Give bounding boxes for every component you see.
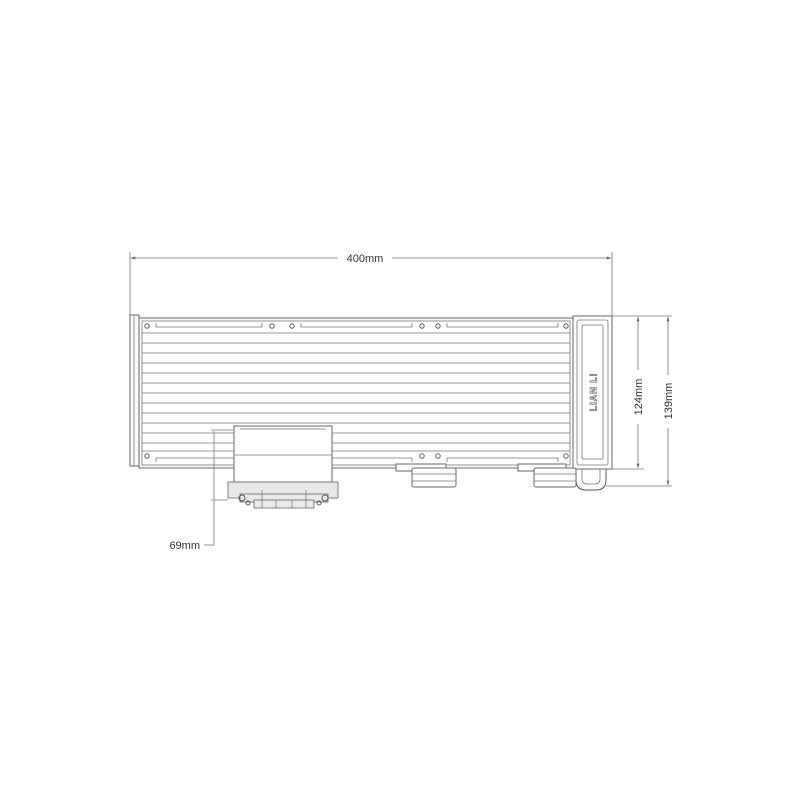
- total-height-label: 139mm: [663, 383, 675, 420]
- pump-depth-dimension: 69mm: [169, 429, 234, 552]
- radiator-fins: [142, 332, 570, 452]
- total-height-dimension: 139mm: [606, 315, 675, 487]
- hose-fitting-left: [395, 463, 457, 488]
- radiator-body: [129, 314, 574, 469]
- top-mount-rail: [144, 323, 569, 329]
- core-height-label: 124mm: [633, 379, 645, 416]
- hose-fitting-right: [517, 463, 577, 488]
- end-tank: LIAN LI: [572, 315, 613, 491]
- width-label: 400mm: [347, 253, 384, 265]
- width-dimension: 400mm: [129, 252, 613, 318]
- pump-depth-label: 69mm: [169, 540, 200, 552]
- lian-li-logo: LIAN LI: [588, 373, 598, 412]
- core-height-dimension: 124mm: [612, 315, 645, 470]
- pump-block: [227, 425, 339, 509]
